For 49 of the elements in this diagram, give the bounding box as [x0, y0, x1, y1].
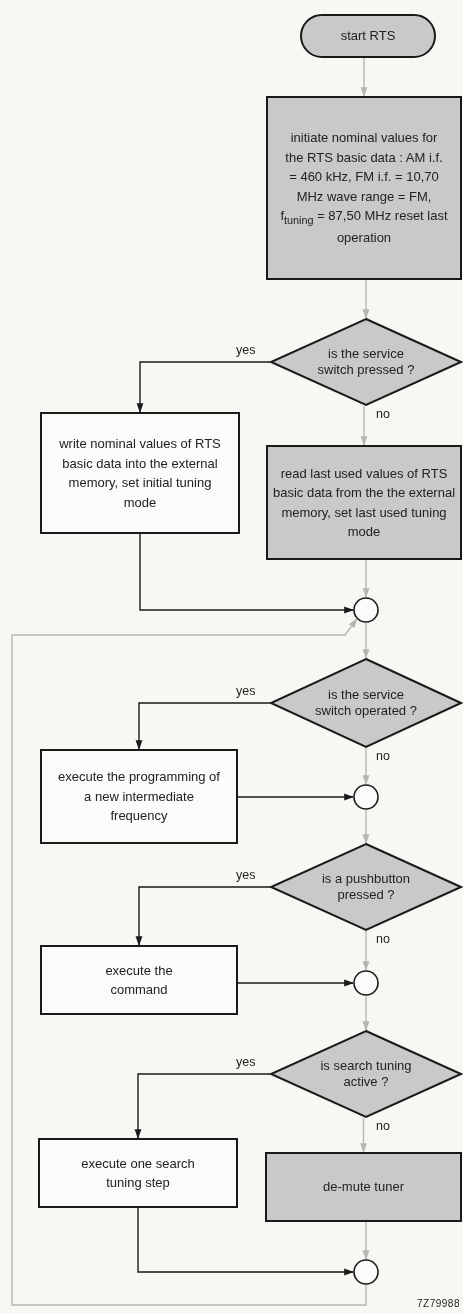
process-box [266, 445, 462, 560]
node-text: is the service switch pressed ? [316, 345, 416, 379]
node-text: execute one search tuning step [80, 1154, 196, 1192]
decision-diamond [270, 1030, 462, 1118]
node-text: execute the command [104, 961, 174, 999]
node-text: is the service switch operated ? [314, 686, 418, 720]
junction-circle [353, 784, 379, 810]
node-text: write nominal values of RTS basic data into the external memory, set initial tuning mode [58, 435, 222, 512]
node-text: de-mute tuner [323, 1178, 404, 1197]
flow-arrow [362, 1221, 370, 1260]
flow-arrow [237, 979, 354, 987]
flow-arrow [362, 930, 370, 971]
flow-arrow [136, 361, 271, 413]
process-box [265, 1152, 462, 1222]
flow-arrow [360, 1117, 367, 1153]
process-box [40, 749, 238, 844]
decision-diamond [270, 658, 462, 748]
junction-circle [353, 970, 379, 996]
node-text: is a pushbutton pressed ? [320, 870, 412, 904]
flow-arrow [362, 747, 370, 785]
node-text: start RTS [340, 27, 396, 46]
decision-diamond [270, 318, 462, 406]
flow-arrow [362, 622, 370, 659]
decision-diamond [270, 843, 462, 931]
process-box [40, 945, 238, 1015]
node-text: initiate nominal values for the RTS basic data : AM i.f. = 460 kHz, FM i.f. = 10,70 MHz wave range = FM, f$_{tuning}$ = 87,50 MHz reset last operation [280, 129, 448, 248]
flow-arrow [139, 533, 354, 614]
flow-arrow [362, 995, 370, 1031]
flow-arrow [360, 405, 368, 446]
flow-arrow [135, 886, 271, 946]
flow-arrow [362, 279, 370, 319]
flow-arrow [135, 702, 271, 750]
figure-code: 7Z79988 [417, 1298, 460, 1309]
flow-arrow [134, 1073, 271, 1139]
junction-circle [353, 1259, 379, 1285]
node-text: execute the programming of a new intermediate frequency [57, 768, 221, 826]
flow-arrow [137, 1207, 354, 1276]
junction-circle [353, 597, 379, 623]
start-terminator [300, 14, 436, 58]
process-box [40, 412, 240, 534]
node-text: read last used values of RTS basic data from the the external memory, set last used tuning mode [272, 464, 456, 541]
node-text: is search tuning active ? [319, 1057, 413, 1091]
flow-arrow [237, 793, 354, 801]
process-box [38, 1138, 238, 1208]
flow-arrow [362, 809, 370, 844]
flow-arrow [360, 57, 368, 97]
flow-arrow [362, 559, 370, 598]
flow-arrow [11, 618, 367, 1306]
process-box [266, 96, 462, 280]
